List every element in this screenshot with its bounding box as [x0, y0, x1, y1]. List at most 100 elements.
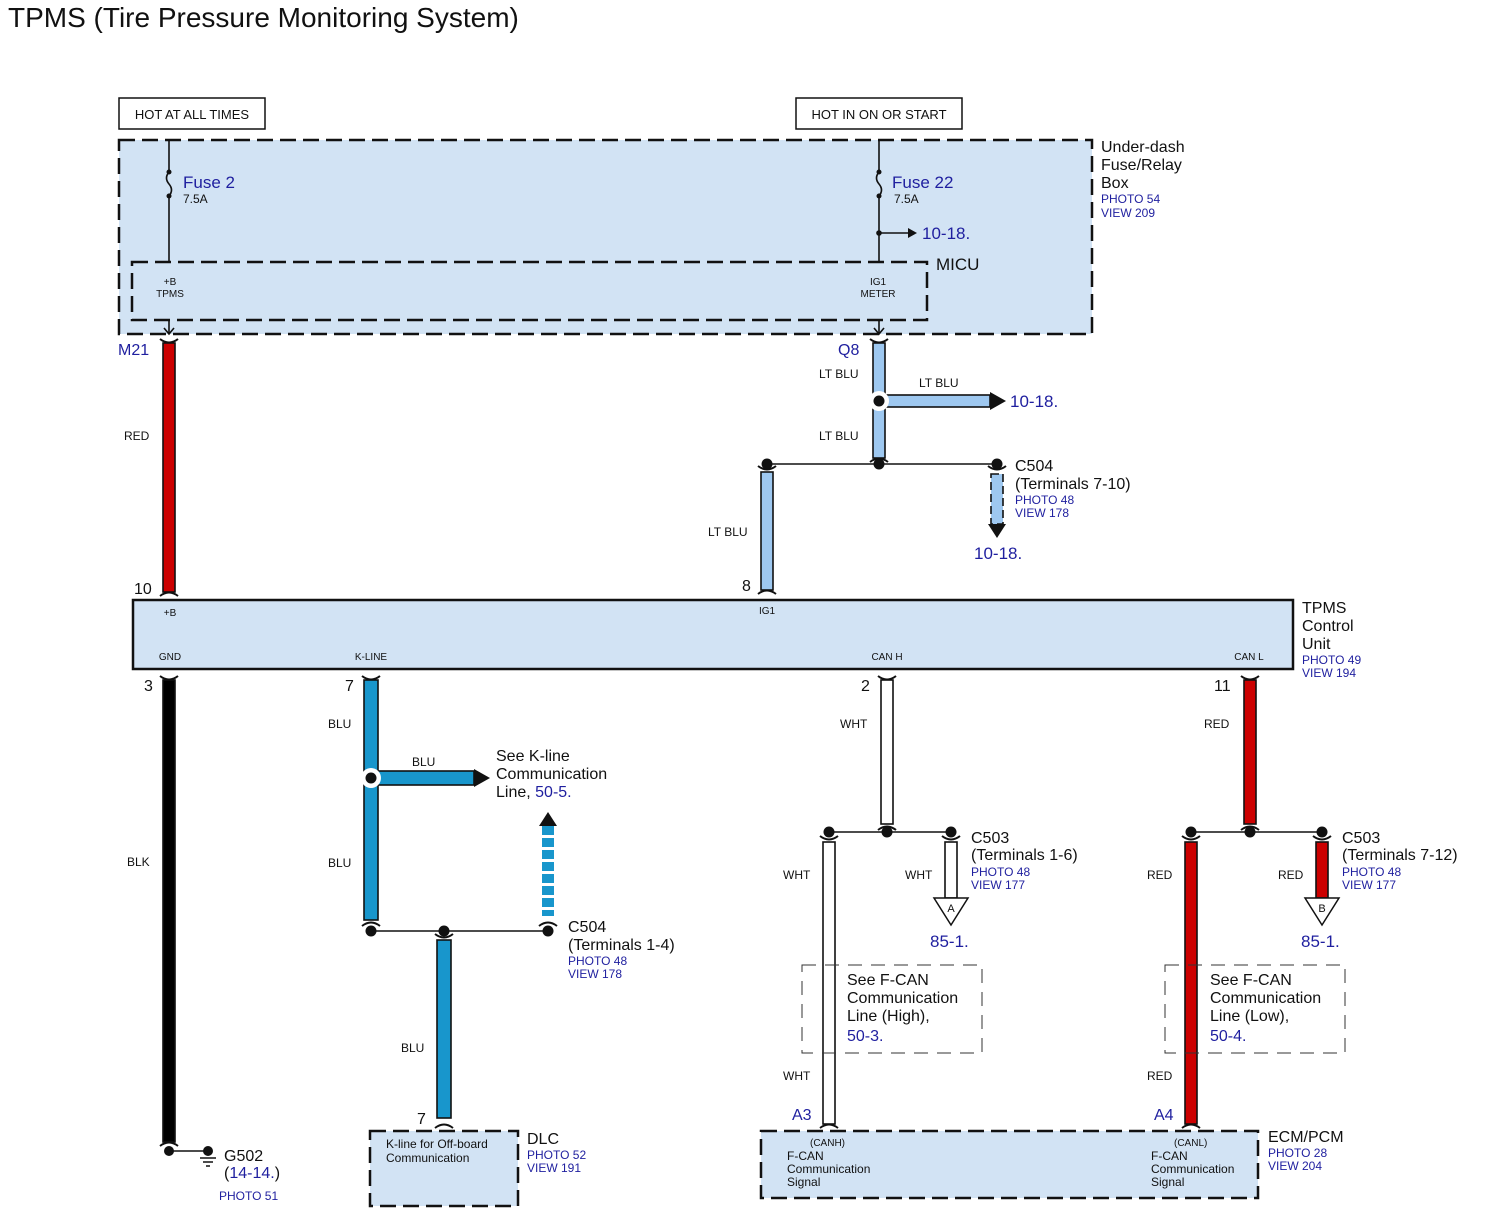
fuse-2-icon — [165, 171, 173, 197]
dlc-desc-1: K-line for Off-board — [386, 1137, 488, 1151]
terminal-cap-pin7 — [361, 675, 381, 681]
wire-label-red-bplus: RED — [124, 429, 150, 443]
wire-ltblu-branch — [878, 394, 991, 408]
wire-blu-c504-dashed-segment — [542, 874, 554, 883]
terminal-cap-pin11 — [1240, 675, 1260, 681]
splice-canl-left — [1185, 826, 1197, 838]
wire-blu-c504-dashed-segment — [542, 898, 554, 907]
wire-label-blk: BLK — [127, 855, 150, 869]
c504-lower-view[interactable]: VIEW 178 — [568, 967, 622, 981]
fuse-box-photo[interactable]: PHOTO 54 — [1101, 192, 1160, 206]
terminal-cap-c504-upper — [987, 465, 1007, 471]
wire-red-c503 — [1315, 841, 1329, 899]
ground-icon — [200, 1157, 216, 1167]
tpms-pin-num-10: 10 — [134, 581, 152, 598]
wire-label-ltblu-1: LT BLU — [819, 367, 859, 381]
fuse-box-view[interactable]: VIEW 209 — [1101, 206, 1155, 220]
wire-blu-c504-dashed-segment — [542, 838, 554, 847]
dlc-view[interactable]: VIEW 191 — [527, 1161, 581, 1175]
wire-label-wht-1: WHT — [840, 717, 868, 731]
fcan-low-note-ref[interactable]: 50-4. — [1210, 1028, 1246, 1045]
fuse-box-name-3: Box — [1101, 175, 1129, 192]
tpms-pin-gnd: GND — [159, 652, 181, 663]
fuse-22-circuit — [875, 140, 917, 262]
fcan-high-note-ref[interactable]: 50-3. — [847, 1028, 883, 1045]
wire-blu-c504-dashed-segment — [542, 862, 554, 871]
micu-pin-tpms: TPMS — [156, 289, 184, 300]
c503-left-photo[interactable]: PHOTO 48 — [971, 865, 1030, 879]
c503-right-ref[interactable]: 85-1. — [1301, 932, 1340, 951]
hot-in-on-or-start-label: HOT IN ON OR START — [811, 107, 946, 122]
c503-left-terminals: (Terminals 1-6) — [971, 847, 1078, 864]
connector-m21[interactable]: M21 — [118, 342, 149, 359]
micu-pin-ig1: IG1 — [870, 277, 887, 288]
c504-lower-photo[interactable]: PHOTO 48 — [568, 954, 627, 968]
ground-ref[interactable]: 14-14. — [229, 1165, 274, 1182]
c504-upper-photo[interactable]: PHOTO 48 — [1015, 493, 1074, 507]
fuse-2-label[interactable]: Fuse 2 — [183, 173, 235, 192]
wire-label-wht-2: WHT — [783, 868, 811, 882]
tpms-unit-photo[interactable]: PHOTO 49 — [1302, 653, 1361, 667]
wire-blu-c504-dashed-segment — [542, 910, 554, 916]
ground-photo[interactable]: PHOTO 51 — [219, 1189, 278, 1203]
terminal-cap-ltblu-left — [757, 465, 777, 471]
ground-ref-close: ) — [275, 1165, 280, 1182]
terminal-cap-m21 — [159, 338, 179, 344]
wire-blu-c504-dashed-segment — [542, 826, 554, 835]
fuse-22-branch-ref[interactable]: 10-18. — [922, 224, 970, 243]
dlc-photo[interactable]: PHOTO 52 — [527, 1148, 586, 1162]
wire-label-blu-2: BLU — [328, 856, 351, 870]
terminal-cap-pin2 — [877, 675, 897, 681]
kline-note-2: Communication — [496, 766, 607, 783]
micu-output-arrows — [163, 320, 885, 336]
fcan-low-note-1: See F-CAN — [1210, 972, 1292, 989]
c504-upper-name: C504 — [1015, 458, 1053, 475]
arrow-right-icon — [908, 228, 917, 238]
tpms-pin-bplus: +B — [164, 608, 177, 619]
fcan-low-note-3: Line (Low), — [1210, 1008, 1289, 1025]
fcan-high-note-1: See F-CAN — [847, 972, 929, 989]
c504-lower-name: C504 — [568, 919, 606, 936]
ecm-view[interactable]: VIEW 204 — [1268, 1159, 1322, 1173]
c503-left-view[interactable]: VIEW 177 — [971, 878, 1025, 892]
splice-ltblu-center — [873, 458, 885, 470]
c503-right-photo[interactable]: PHOTO 48 — [1342, 865, 1401, 879]
ecm-photo[interactable]: PHOTO 28 — [1268, 1146, 1327, 1160]
tpms-pin-num-8: 8 — [742, 578, 751, 595]
c503-right-view[interactable]: VIEW 177 — [1342, 878, 1396, 892]
wire-blk-gnd — [162, 679, 176, 1143]
wire-label-ltblu-3: LT BLU — [708, 525, 748, 539]
wire-ltblu-ig1 — [760, 471, 774, 591]
arrow-right-icon — [474, 769, 490, 787]
c503-left-ref[interactable]: 85-1. — [930, 932, 969, 951]
splice-canl-center — [1244, 826, 1256, 838]
fuse-22-label[interactable]: Fuse 22 — [892, 173, 953, 192]
c503-right-name: C503 — [1342, 830, 1380, 847]
ecm-pcm-box — [759, 1129, 1260, 1200]
c504-upper-ref[interactable]: 10-18. — [974, 544, 1022, 563]
tpms-unit-view[interactable]: VIEW 194 — [1302, 666, 1356, 680]
wire-label-ltblu-2: LT BLU — [819, 429, 859, 443]
splice-canh-left — [823, 826, 835, 838]
c504-upper-view[interactable]: VIEW 178 — [1015, 506, 1069, 520]
terminal-cap-c504-lower — [538, 921, 558, 927]
connector-q8[interactable]: Q8 — [838, 342, 859, 359]
c504-lower-terminals: (Terminals 1-4) — [568, 937, 675, 954]
connector-a3[interactable]: A3 — [792, 1107, 812, 1124]
terminal-cap-a3 — [819, 1123, 839, 1129]
kline-note-ref[interactable]: 50-5. — [535, 784, 571, 801]
hot-at-all-times-box — [118, 97, 266, 130]
terminal-cap-canl-left — [1181, 835, 1201, 841]
terminal-cap-dlc — [434, 1123, 454, 1129]
splice-kline-right — [542, 925, 554, 937]
wire-ltblu-c504-dashed — [990, 473, 1004, 525]
wire-blu-branch — [370, 770, 475, 786]
ground-ref-line: (14-14.) — [224, 1165, 280, 1182]
terminal-cap-c503-right — [1312, 835, 1332, 841]
connector-a-triangle-icon — [932, 897, 970, 927]
ltblu-branch-ref[interactable]: 10-18. — [1010, 392, 1058, 411]
connector-a4[interactable]: A4 — [1154, 1107, 1174, 1124]
terminal-cap-c503-left — [941, 835, 961, 841]
connector-b-letter: B — [1318, 903, 1325, 915]
